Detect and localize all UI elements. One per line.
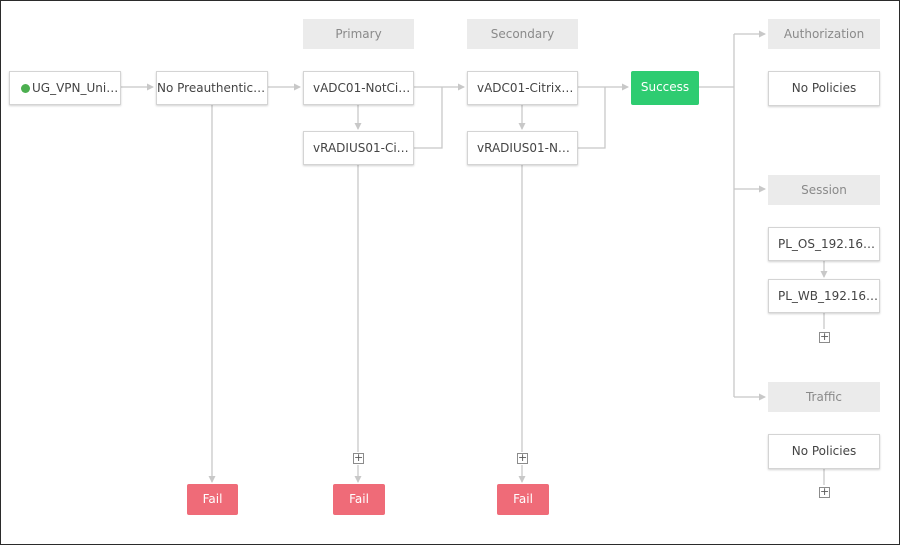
secondary-column-header: Secondary: [467, 19, 578, 49]
connector: [414, 87, 443, 149]
add-traffic-policy-icon[interactable]: +: [819, 485, 830, 498]
add-primary-auth-icon[interactable]: +: [353, 451, 364, 464]
connector: [578, 87, 606, 149]
traffic-header: Traffic: [768, 382, 880, 412]
session-header: Session: [768, 175, 880, 205]
authorization-policy-node[interactable]: No Policies: [768, 71, 880, 106]
secondary-fail-node[interactable]: Fail: [497, 484, 549, 515]
session-policy-node-1[interactable]: PL_OS_192.168.20...: [768, 227, 880, 261]
secondary-auth-node-1[interactable]: vADC01-CitrixRec...: [467, 71, 578, 105]
success-node: Success: [631, 71, 699, 105]
primary-fail-node[interactable]: Fail: [333, 484, 385, 515]
vpn-server-label: UG_VPN_Unified: [32, 81, 121, 95]
vpn-server-node[interactable]: UG_VPN_Unified: [9, 71, 121, 105]
preauthentication-node[interactable]: No Preauthentica...: [156, 71, 268, 105]
primary-auth-node-1[interactable]: vADC01-NotCitrix...: [303, 71, 414, 105]
add-secondary-auth-icon[interactable]: +: [517, 451, 528, 464]
primary-auth-node-2[interactable]: vRADIUS01-Citrix...: [303, 131, 414, 165]
green-status-dot-icon: [21, 84, 30, 93]
preauth-fail-node[interactable]: Fail: [187, 484, 238, 515]
authorization-header: Authorization: [768, 19, 880, 49]
session-policy-node-2[interactable]: PL_WB_192.168.2...: [768, 279, 880, 313]
primary-column-header: Primary: [303, 19, 414, 49]
add-session-policy-icon[interactable]: +: [819, 330, 830, 343]
secondary-auth-node-2[interactable]: vRADIUS01-NotCi...: [467, 131, 578, 165]
traffic-policy-node[interactable]: No Policies: [768, 434, 880, 469]
